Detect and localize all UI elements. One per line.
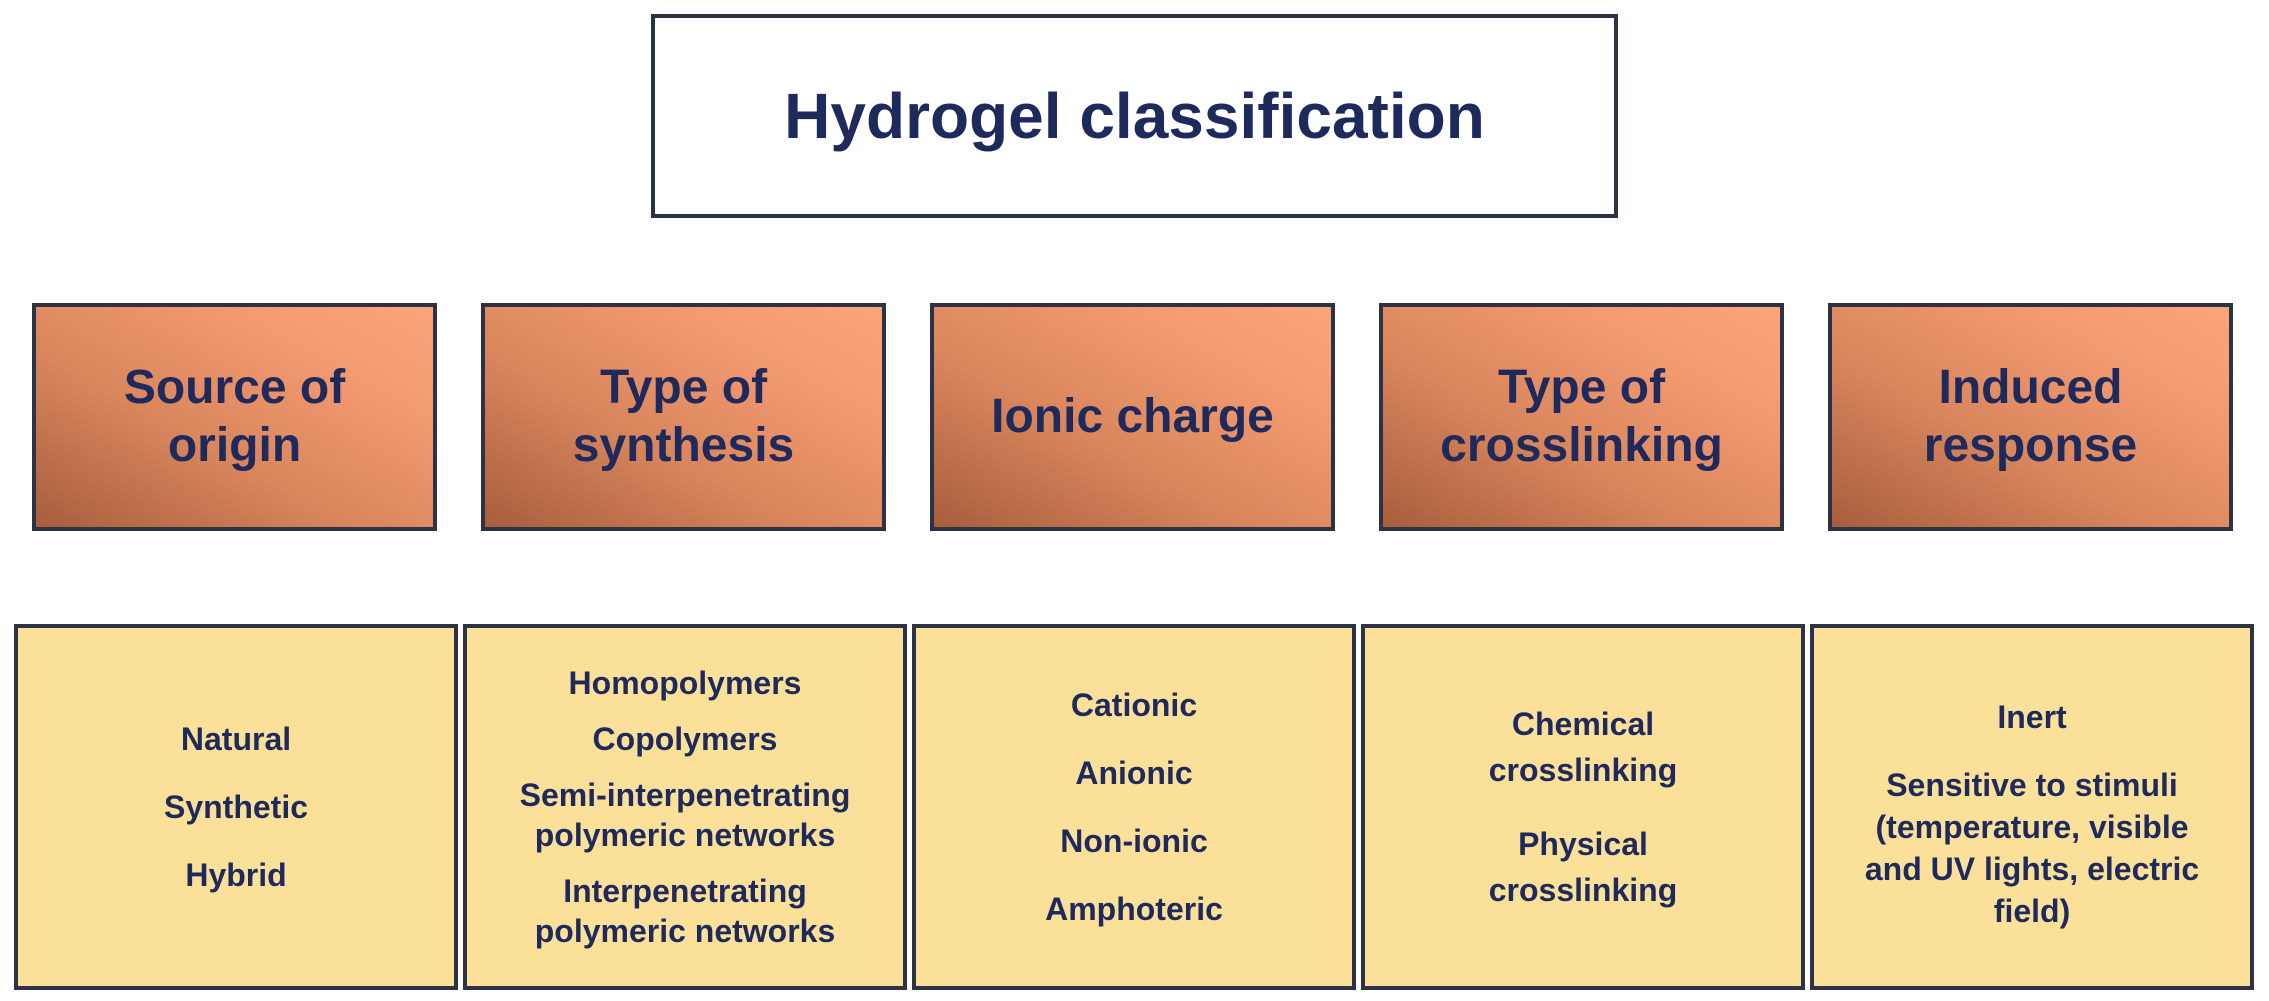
detail-box-type-of-synthesis: Homopolymers Copolymers Semi-interpenetr… <box>463 624 907 990</box>
detail-item: Inert <box>1997 698 2067 735</box>
category-induced-response: Induced response <box>1828 303 2233 531</box>
category-ionic-charge: Ionic charge <box>930 303 1335 531</box>
category-type-of-crosslinking: Type of crosslinking <box>1379 303 1784 531</box>
detail-item: Homopolymers <box>568 665 802 701</box>
diagram-title: Hydrogel classification <box>784 80 1485 152</box>
detail-item: polymeric networks <box>534 913 836 949</box>
detail-box-ionic-charge: Cationic Anionic Non-ionic Amphoteric <box>912 624 1356 990</box>
category-source-of-origin: Source of origin <box>32 303 437 531</box>
detail-item: field) <box>1993 892 2071 929</box>
detail-item: Amphoteric <box>1045 891 1223 927</box>
category-label: Ionic charge <box>991 388 1274 446</box>
category-label-line: Ionic charge <box>991 390 1274 444</box>
detail-item: Anionic <box>1075 755 1193 791</box>
detail-item: Sensitive to stimuli <box>1886 766 2178 803</box>
category-label-line: synthesis <box>572 419 795 472</box>
category-label-line: crosslinking <box>1440 419 1723 472</box>
detail-item: crosslinking <box>1488 872 1678 908</box>
category-label-line: origin <box>167 419 302 472</box>
detail-item: Synthetic <box>163 789 309 825</box>
detail-item: (temperature, visible <box>1875 808 2189 845</box>
detail-box-source-of-origin: Natural Synthetic Hybrid <box>14 624 458 990</box>
detail-item: Hybrid <box>185 857 287 893</box>
detail-item: Semi-interpenetrating <box>519 777 851 813</box>
category-label: Type of crosslinking <box>1440 359 1723 474</box>
detail-item: Copolymers <box>592 721 778 757</box>
detail-item: and UV lights, electric <box>1864 850 2200 887</box>
category-label: Source of origin <box>124 359 345 474</box>
category-label-line: Type of <box>599 361 768 415</box>
category-label-line: Source of <box>123 361 346 415</box>
category-label-line: response <box>1923 419 2138 472</box>
detail-item: crosslinking <box>1488 752 1678 788</box>
detail-box-type-of-crosslinking: Chemical crosslinking Physical crosslink… <box>1361 624 1805 990</box>
detail-item: Chemical <box>1511 706 1655 742</box>
detail-item: Interpenetrating <box>563 873 807 909</box>
category-label: Induced response <box>1924 359 2137 474</box>
category-label-line: Induced <box>1938 361 2123 415</box>
title-box: Hydrogel classification <box>651 14 1618 218</box>
detail-item: Natural <box>180 721 292 757</box>
detail-box-induced-response: Inert Sensitive to stimuli (temperature,… <box>1810 624 2254 990</box>
category-type-of-synthesis: Type of synthesis <box>481 303 886 531</box>
detail-item: Physical <box>1518 826 1648 862</box>
detail-item: Non-ionic <box>1060 823 1208 859</box>
category-label-line: Type of <box>1497 361 1666 415</box>
category-label: Type of synthesis <box>573 359 794 474</box>
detail-item: polymeric networks <box>534 817 836 853</box>
detail-item: Cationic <box>1070 687 1198 723</box>
